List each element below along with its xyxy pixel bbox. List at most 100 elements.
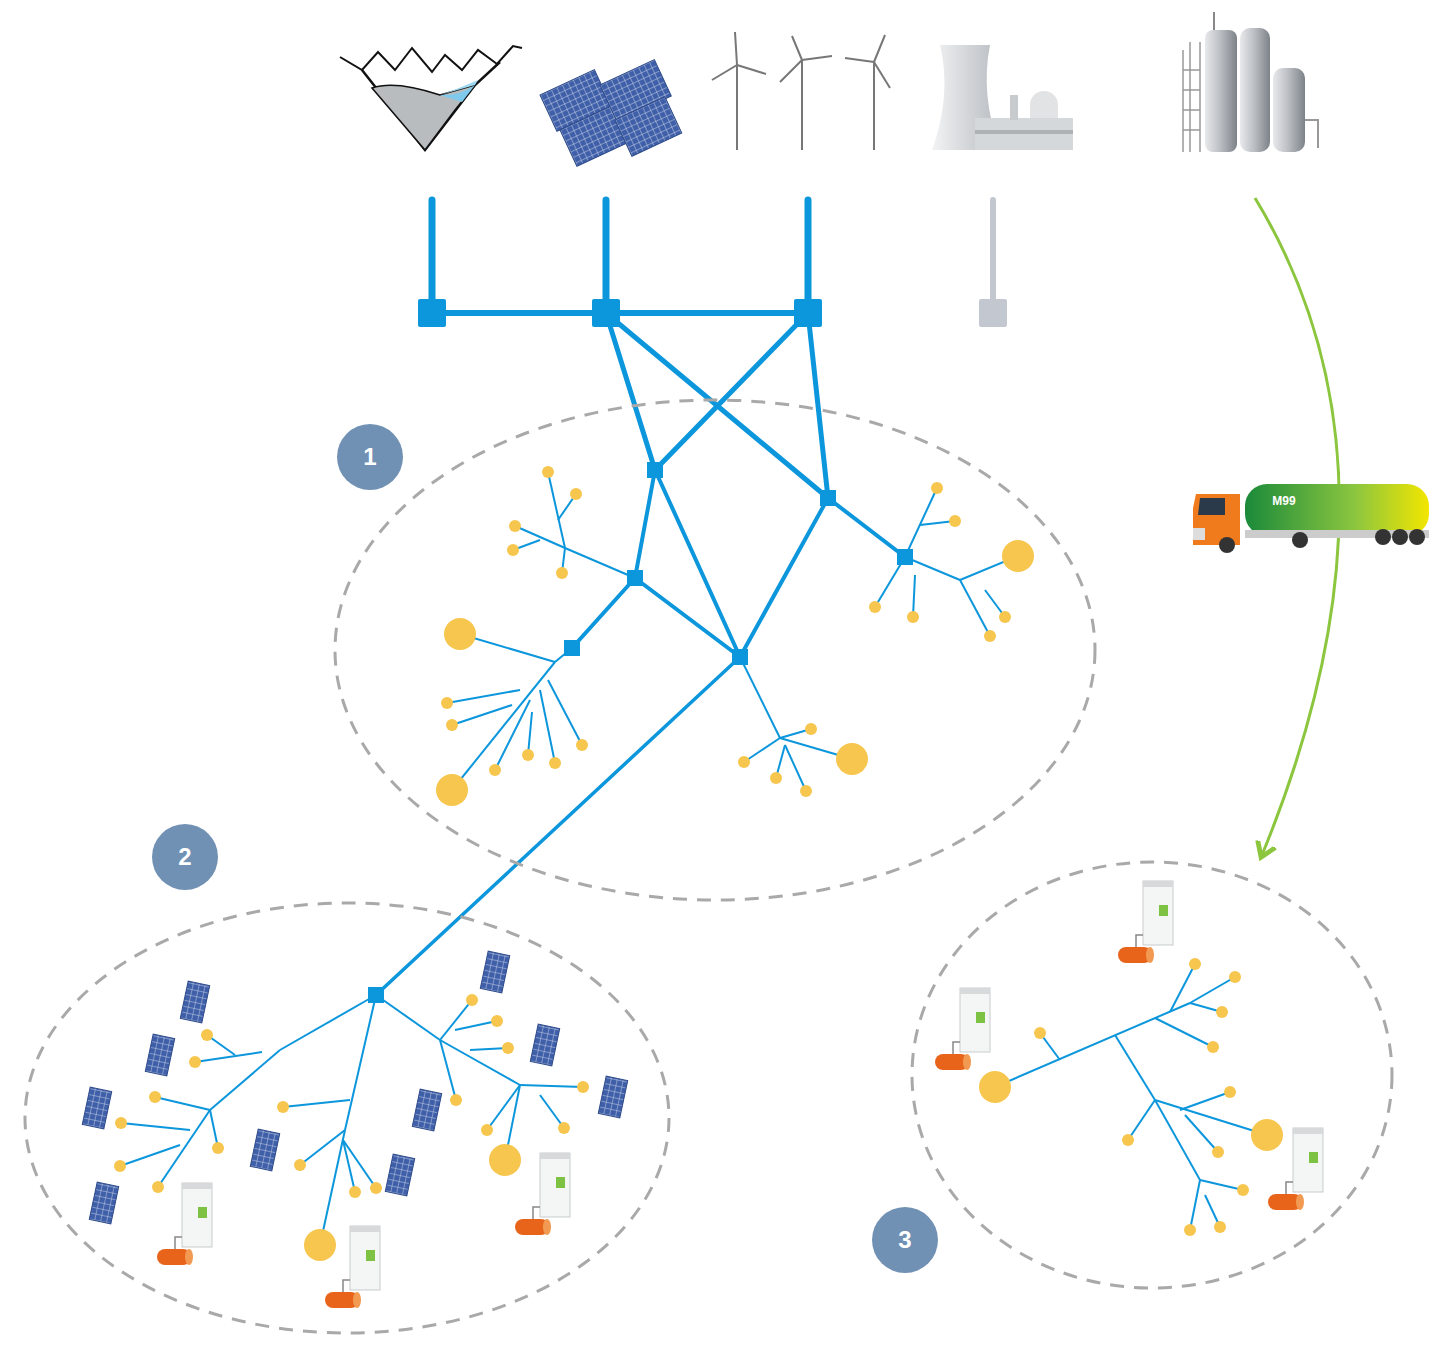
- feeder-line: [565, 548, 635, 578]
- feeder-line: [158, 1110, 210, 1187]
- feeder-line: [785, 745, 806, 791]
- consumer-dot: [979, 1071, 1011, 1103]
- solar-park: [540, 60, 682, 167]
- feeder-line: [1128, 1100, 1155, 1140]
- consumer-dot: [577, 1081, 589, 1093]
- consumer-dot: [1237, 1184, 1249, 1196]
- consumer-dot: [556, 567, 568, 579]
- fuel-cell-unit: [1118, 881, 1173, 963]
- consumer-dot: [984, 630, 996, 642]
- feeder-line: [515, 526, 565, 548]
- consumer-dot: [1189, 958, 1201, 970]
- feeder-line: [343, 1140, 376, 1188]
- feeder-line: [520, 1085, 583, 1087]
- consumer-dot: [444, 618, 476, 650]
- solar-panel: [145, 1034, 174, 1076]
- feeder-line: [555, 648, 572, 662]
- consumer-dot: [1212, 1146, 1224, 1158]
- feeder-line: [913, 575, 915, 617]
- feeder-line: [1185, 1115, 1218, 1152]
- feeder-line: [1180, 1092, 1230, 1110]
- consumer-dot: [152, 1181, 164, 1193]
- consumer-dot: [570, 488, 582, 500]
- consumer-dot: [502, 1042, 514, 1054]
- solar-panel: [412, 1089, 441, 1131]
- feeder-line: [528, 712, 532, 755]
- feeder-line: [452, 662, 555, 790]
- consumer-dot: [446, 719, 458, 731]
- consumer-dot: [189, 1056, 201, 1068]
- feeder-line: [540, 690, 555, 763]
- feeder-line: [195, 1052, 262, 1062]
- consumer-dot: [770, 772, 782, 784]
- consumer-dot: [1122, 1134, 1134, 1146]
- consumer-dot: [481, 1124, 493, 1136]
- consumer-dot: [489, 764, 501, 776]
- feeder-line: [283, 1100, 350, 1107]
- consumer-dot: [1184, 1224, 1196, 1236]
- consumer-dot: [507, 544, 519, 556]
- rooftop-solar: [82, 951, 627, 1224]
- consumer-dot: [907, 611, 919, 623]
- feeder-line: [345, 995, 376, 1130]
- callout-number: 2: [178, 843, 191, 871]
- consumer-dot: [949, 515, 961, 527]
- consumer-dot: [294, 1159, 306, 1171]
- solar-panel: [598, 1076, 627, 1118]
- distribution-trees: [114, 466, 1283, 1261]
- feeder-line: [960, 580, 990, 636]
- consumer-dot: [1034, 1027, 1046, 1039]
- fuel-cell-unit: [935, 988, 990, 1070]
- consumer-dot: [1251, 1119, 1283, 1151]
- solar-panel: [530, 1024, 559, 1066]
- callout-number: 1: [363, 443, 376, 471]
- feeder-line: [155, 1097, 210, 1110]
- feeder-line: [440, 1040, 456, 1100]
- consumer-dot: [1216, 1006, 1228, 1018]
- feeder-line: [440, 1000, 472, 1040]
- consumer-dot: [931, 482, 943, 494]
- feeder-line: [905, 557, 960, 580]
- consumer-dot: [869, 601, 881, 613]
- grid-lines: [376, 200, 993, 995]
- feeder-line: [740, 657, 780, 738]
- feeder-line: [376, 995, 440, 1040]
- feeder-line: [540, 1095, 564, 1128]
- consumer-dot: [1002, 540, 1034, 572]
- fuel-grade-text: M99: [1272, 494, 1295, 508]
- solar-panel: [480, 951, 509, 993]
- feeder-line: [452, 705, 512, 725]
- consumer-dot: [1229, 971, 1241, 983]
- feeder-line: [1155, 1018, 1213, 1047]
- fuel-cell-unit: [1268, 1128, 1323, 1210]
- callout-number: 3: [898, 1226, 911, 1254]
- consumer-dot: [489, 1144, 521, 1176]
- refinery: [1183, 12, 1318, 152]
- zone-outline: [25, 400, 1392, 1333]
- callout-badges: [152, 424, 938, 1273]
- consumer-dot: [522, 749, 534, 761]
- feeder-line: [548, 680, 582, 745]
- consumer-dot: [738, 756, 750, 768]
- feeder-line: [1170, 964, 1195, 1012]
- feeder-line: [447, 690, 520, 703]
- consumer-dot: [805, 723, 817, 735]
- consumer-dot: [542, 466, 554, 478]
- feeder-line: [1190, 1180, 1200, 1230]
- fuel-cell-unit: [157, 1183, 212, 1265]
- consumer-dot: [441, 697, 453, 709]
- solar-panel: [385, 1154, 414, 1196]
- feeder-line: [1155, 1100, 1200, 1180]
- feeder-line: [548, 472, 565, 548]
- consumer-dot: [576, 739, 588, 751]
- fuel-cell-unit: [325, 1226, 380, 1308]
- hydro-dam: [340, 46, 522, 150]
- solar-panel: [82, 1087, 111, 1129]
- consumer-dot: [1207, 1041, 1219, 1053]
- consumer-dot: [149, 1091, 161, 1103]
- consumer-dot: [304, 1229, 336, 1261]
- feeder-line: [455, 1021, 497, 1030]
- feeder-line: [995, 1003, 1190, 1087]
